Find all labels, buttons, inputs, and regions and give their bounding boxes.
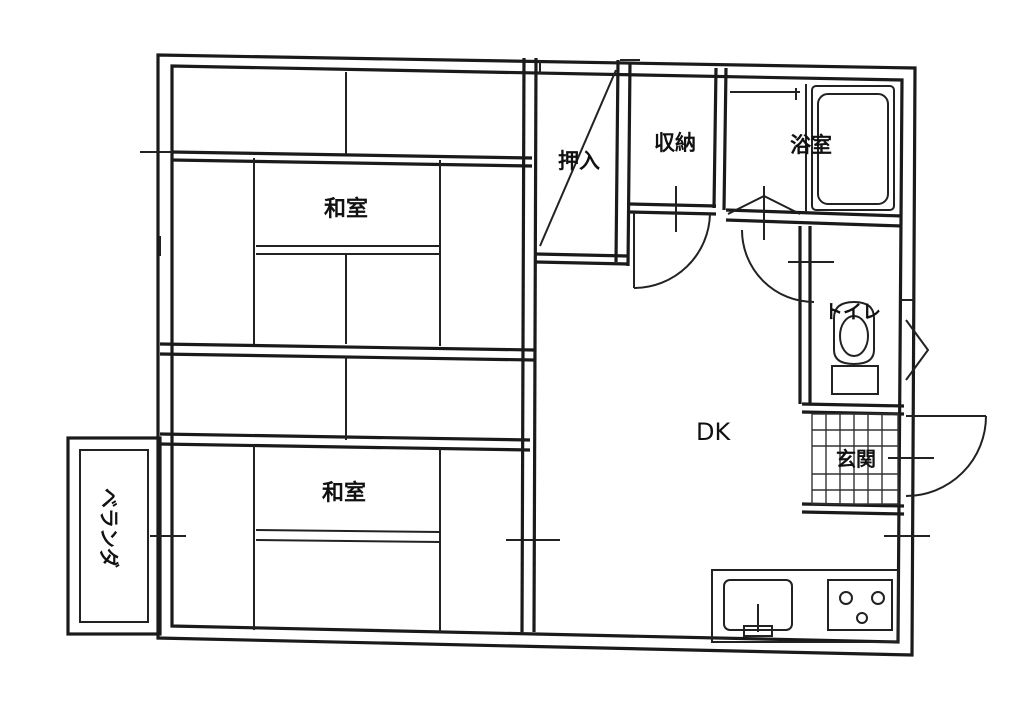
kitchen (711, 535, 930, 643)
yokushitsu (725, 84, 903, 240)
label-washitsu-lower: 和室 (322, 480, 366, 506)
washitsu-upper (140, 72, 533, 346)
label-veranda: ベランダ (97, 488, 121, 568)
label-genkan: 玄関 (836, 447, 876, 471)
wall-vertical-center (520, 57, 538, 633)
label-shuno: 収納 (654, 130, 696, 155)
washitsu-lower (150, 446, 560, 632)
label-oshiire: 押入 (558, 148, 600, 173)
label-dk: DK (696, 418, 731, 446)
partition-middle (159, 342, 535, 452)
label-toire: トイレ (824, 301, 881, 323)
oshiire (535, 59, 632, 267)
shuno (629, 67, 728, 289)
label-yokushitsu: 浴室 (790, 132, 832, 157)
joint-ticks (539, 59, 914, 301)
genkan (801, 413, 987, 516)
label-washitsu-upper: 和室 (324, 196, 368, 222)
